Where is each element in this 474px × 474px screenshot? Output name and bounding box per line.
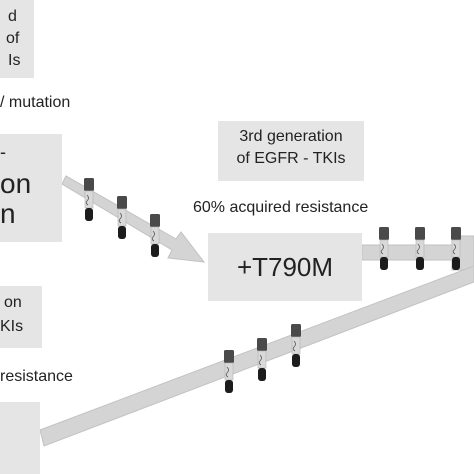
t790m-label: +T790M	[236, 252, 334, 282]
blood-sample-tube-icon	[84, 178, 94, 221]
lower-left-box-line-2: KIs	[0, 318, 24, 335]
timeline-arrow-icon	[39, 265, 474, 447]
resistance-label: resistance	[0, 368, 73, 385]
bottom-left-box	[0, 402, 40, 474]
lower-left-box-line-1: on	[4, 294, 22, 311]
blood-sample-tube-icon	[117, 196, 127, 239]
blood-sample-tube-icon	[224, 350, 234, 393]
blood-sample-tube-icon	[257, 338, 267, 381]
timeline-arrow-icon	[61, 175, 206, 263]
blood-sample-tube-icon	[150, 214, 160, 257]
third-generation-line-1: 3rd generation	[239, 128, 343, 145]
top-left-generation-box	[0, 0, 34, 78]
blood-sample-tube-icon	[451, 227, 461, 270]
blood-sample-tube-icon	[415, 227, 425, 270]
t790m-box	[208, 233, 362, 301]
mutation-label: / mutation	[0, 94, 71, 111]
top-left-box-line-2: of	[6, 30, 20, 47]
lower-left-generation-box	[0, 286, 42, 348]
blood-sample-tube-icon	[379, 227, 389, 270]
third-generation-box	[218, 121, 364, 181]
acquired-resistance-label: 60% acquired resistance	[193, 199, 369, 216]
left-main-box	[0, 134, 62, 242]
top-left-box-line-1: d	[8, 8, 17, 25]
left-main-box-line-2: n	[0, 198, 16, 229]
top-left-box-line-3: Is	[8, 52, 21, 69]
blood-sample-tube-icon	[291, 324, 301, 367]
third-generation-line-2: of EGFR - TKIs	[236, 150, 346, 167]
left-main-box-line-1: on	[0, 168, 32, 199]
left-main-box-marker: -	[0, 142, 6, 162]
